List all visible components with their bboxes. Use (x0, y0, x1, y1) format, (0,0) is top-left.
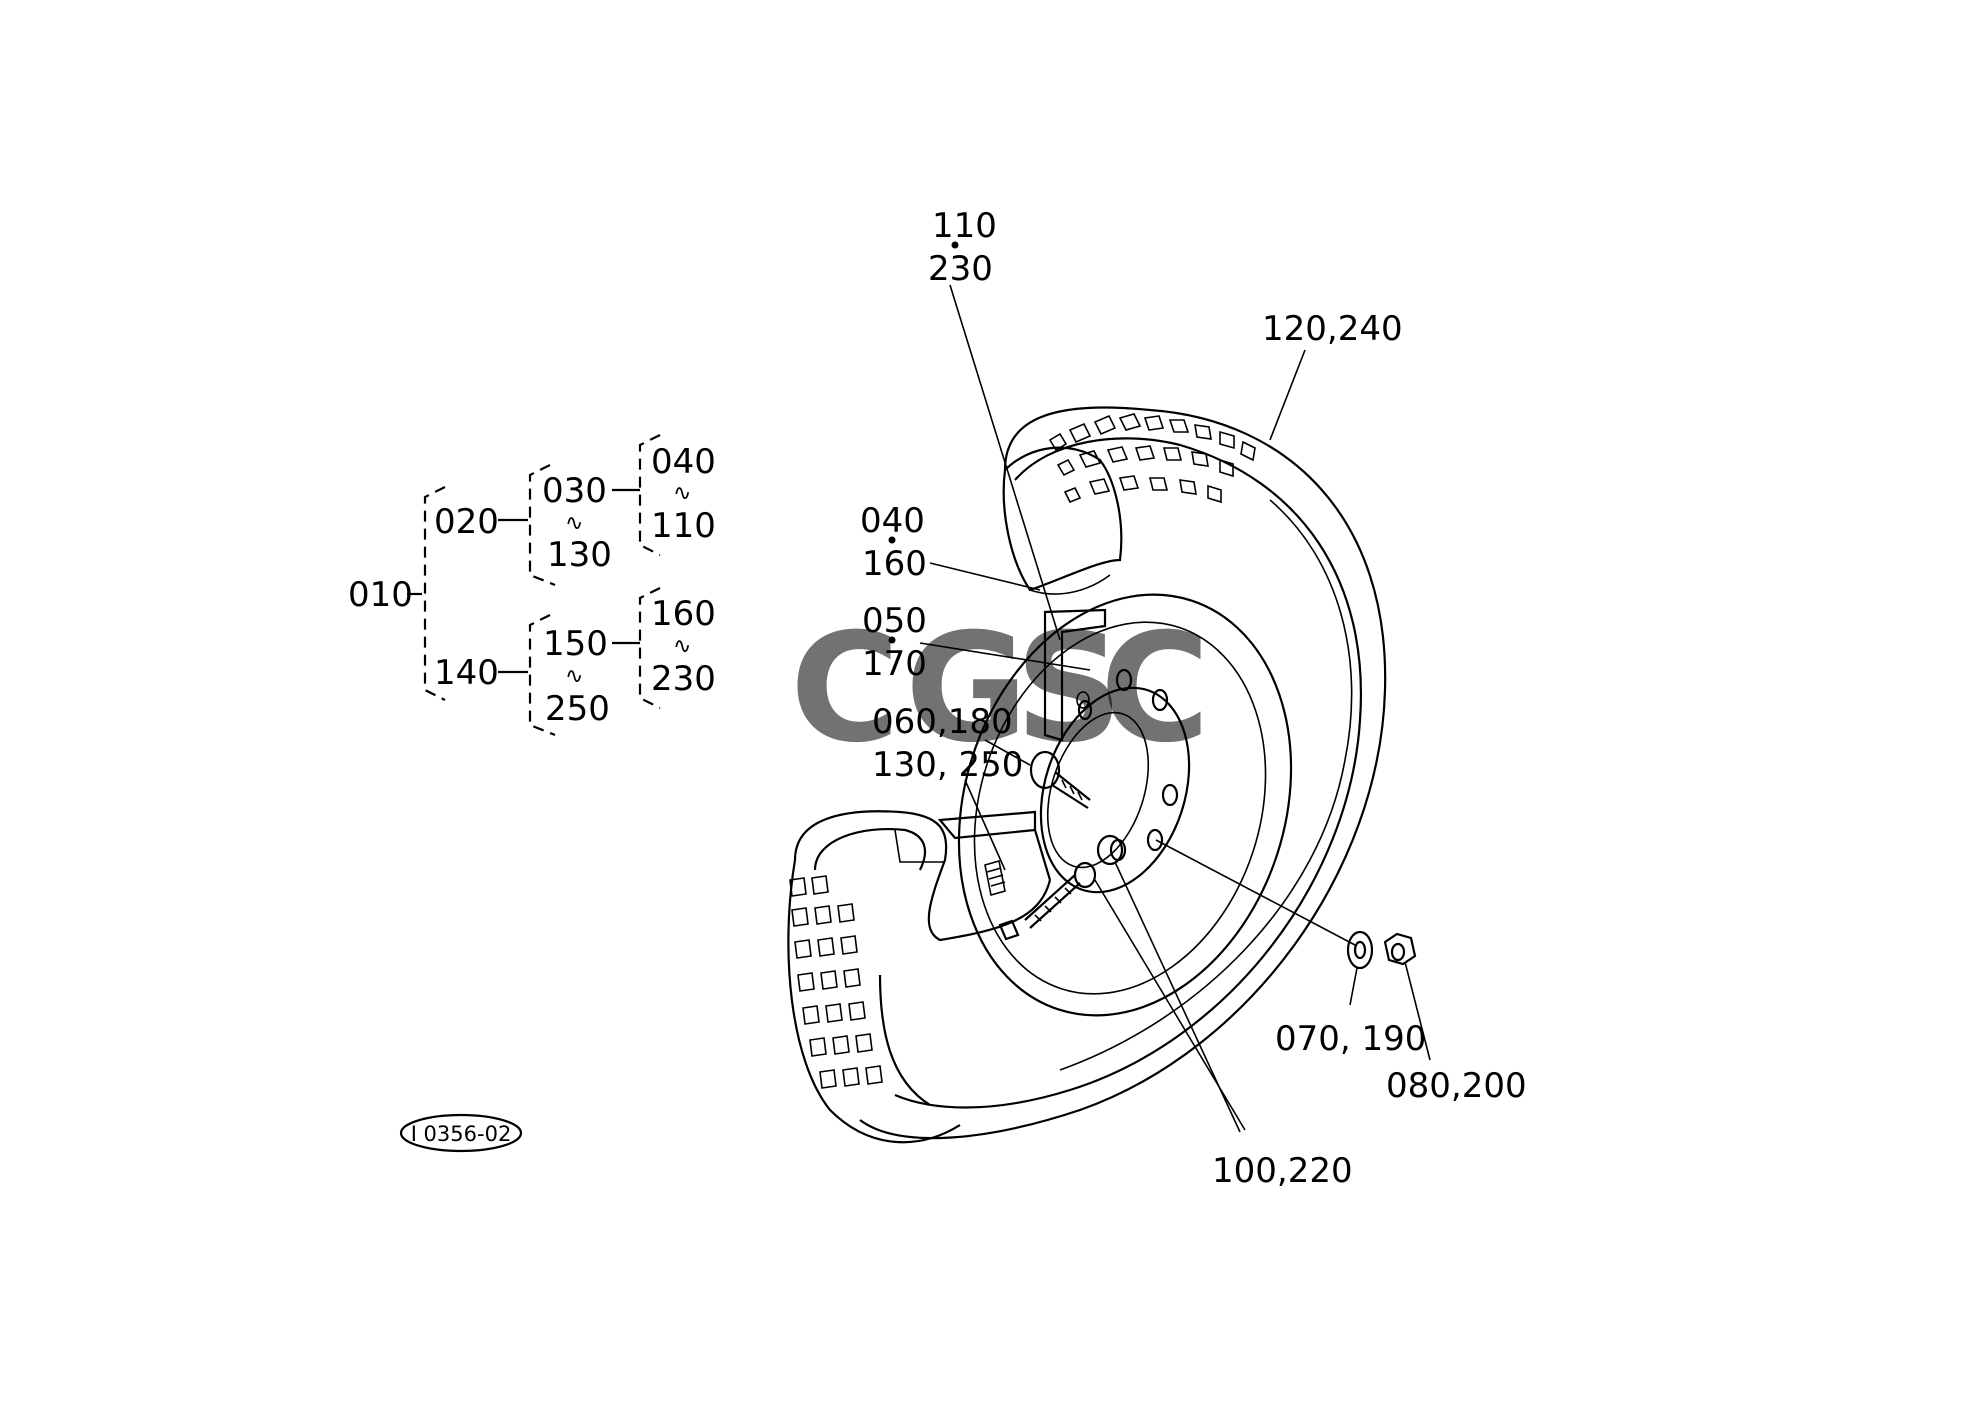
bracket-plate-lower (937, 810, 1052, 881)
tree-a-leaf-top: 040 (651, 442, 716, 482)
leader-lines (919, 284, 1431, 1133)
callout-080-200: 080,200 (1386, 1066, 1527, 1106)
tree-b-leaf-sep: ∿ (673, 634, 691, 659)
watermark-letter-c1: C (790, 602, 900, 776)
callout-120-240: 120,240 (1262, 309, 1403, 349)
cgsc-watermark: C G S C (790, 602, 1210, 776)
spring-part (984, 859, 1006, 897)
tree-b-leaf-top: 160 (651, 594, 716, 634)
hub-disc (1039, 686, 1191, 894)
watermark-letter-g: G (905, 602, 1028, 776)
tree-a-mid-bot: 130 (547, 535, 612, 575)
callout-labels: 110 230 120,240 040 160 050 170 060,180 … (860, 206, 1527, 1191)
callout-160: 160 (862, 544, 927, 584)
callout-230: 230 (928, 249, 993, 289)
valve-cap (1096, 834, 1124, 866)
tire-outer-edge (859, 406, 1387, 1140)
tree-a-mid-sep: ∿ (565, 511, 583, 536)
tire-inner-groove (1059, 499, 1353, 1071)
valve-base (998, 919, 1020, 941)
callout-130-250: 130, 250 (872, 745, 1023, 785)
callout-050: 050 (862, 601, 927, 641)
tree-a-leaf-bot: 110 (651, 506, 716, 546)
bolt-060-180 (1029, 750, 1091, 809)
tree-a-leaf-sep: ∿ (673, 481, 691, 506)
nut-080-200 (1383, 932, 1417, 966)
bracket-plate-upper (1043, 608, 1107, 742)
rim-inner (973, 621, 1267, 995)
tire-lower-section (793, 810, 1052, 942)
washer-070-190 (1346, 930, 1374, 970)
tree-b-mid-bot: 250 (545, 689, 610, 729)
callout-070-190: 070, 190 (1275, 1019, 1426, 1059)
watermark-letter-s: S (1015, 602, 1123, 776)
valve-stem (1024, 861, 1097, 929)
callout-060-180: 060,180 (872, 702, 1013, 742)
callout-170: 170 (862, 644, 927, 684)
callout-040: 040 (860, 501, 925, 541)
tire-inner-sidewall (894, 437, 1363, 1109)
tree-branch-020: 020 (434, 502, 499, 542)
parts-hierarchy-tree: 010 020 030 ∿ 130 040 ∿ 110 140 150 ∿ 25… (348, 434, 716, 737)
figure-id-text: I 0356-02 (411, 1122, 512, 1146)
tree-b-mid-top: 150 (543, 624, 608, 664)
tread-pattern-upper (1048, 413, 1256, 504)
wheel-illustration (787, 406, 1417, 1144)
rim-outer (957, 593, 1293, 1017)
callout-110: 110 (932, 206, 997, 246)
tree-branch-140: 140 (434, 653, 499, 693)
tire-upper-section (1002, 446, 1123, 592)
tree-b-mid-sep: ∿ (565, 664, 583, 689)
figure-id-badge: I 0356-02 (399, 1113, 523, 1153)
tree-a-mid-top: 030 (542, 471, 607, 511)
tread-pattern-lower (789, 875, 883, 1089)
tree-b-leaf-bot: 230 (651, 659, 716, 699)
callout-100-220: 100,220 (1212, 1151, 1353, 1191)
watermark-letter-c2: C (1100, 602, 1210, 776)
tree-root: 010 (348, 575, 413, 615)
